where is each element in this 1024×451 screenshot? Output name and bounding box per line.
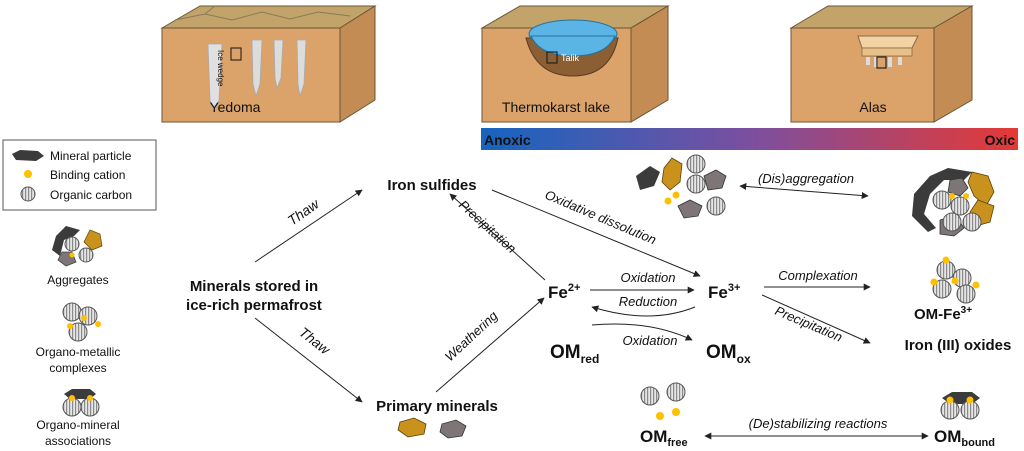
arrows [254, 183, 929, 440]
oxidative-dissolution-arrow [491, 189, 701, 277]
svg-text:Binding cation: Binding cation [50, 168, 125, 182]
gold-mineral-particle [397, 417, 427, 438]
reduction-arrow [591, 305, 696, 317]
om-fe-label: OM-Fe3+ [914, 305, 972, 323]
fe3-label: Fe3+ [708, 282, 740, 302]
svg-text:complexes: complexes [49, 361, 106, 375]
om-fe-complex-icon [930, 256, 980, 304]
reduction-label: Reduction [619, 294, 678, 309]
thermokarst-block: Talik Thermokarst lake [480, 5, 670, 123]
thaw-down-arrow [254, 317, 363, 403]
alas-block: Alas [789, 5, 974, 123]
anoxic-label: Anoxic [484, 132, 531, 148]
redox-gradient-bar: Anoxic Oxic [481, 128, 1018, 150]
svg-text:Organic carbon: Organic carbon [50, 188, 132, 202]
minerals-stored-label-2: ice-rich permafrost [186, 297, 322, 314]
organo-mineral-icon [62, 389, 100, 417]
thaw-up-arrow [254, 189, 363, 263]
svg-text:associations: associations [45, 434, 111, 448]
destabilizing-label: (De)stabilizing reactions [749, 416, 888, 431]
om-free-label: OMfree [640, 427, 688, 449]
svg-text:Organo-metallic: Organo-metallic [36, 345, 121, 359]
minerals-stored-label-1: Minerals stored in [190, 278, 318, 295]
iron-sulfides-label: Iron sulfides [387, 177, 476, 194]
mineral-particle-icon [12, 150, 44, 161]
precipitation-oxides-label: Precipitation [773, 303, 845, 345]
om-oxidation-arrow [591, 323, 693, 341]
svg-text:Aggregates: Aggregates [47, 273, 108, 287]
yedoma-block: Ice wedge Yedoma [160, 5, 377, 123]
weathering-arrow [435, 297, 545, 393]
yedoma-label: Yedoma [210, 99, 261, 115]
precipitation-oxides-arrow [761, 294, 871, 344]
om-ox-label: OMox [706, 342, 751, 366]
disaggregation-arrow [739, 183, 869, 199]
thaw-down-label: Thaw [296, 324, 334, 358]
disaggregated-particles [636, 154, 727, 219]
primary-minerals-label: Primary minerals [376, 398, 498, 415]
precipitation-arrow [449, 193, 546, 281]
complexation-label: Complexation [778, 268, 858, 283]
fe2-label: Fe2+ [548, 282, 580, 302]
om-free-icon [640, 382, 686, 420]
disaggregation-label: (Dis)aggregation [758, 171, 854, 186]
oxidative-dissolution-label: Oxidative dissolution [543, 187, 659, 247]
organo-metallic-icon [62, 302, 101, 342]
aggregates-icon [52, 226, 103, 267]
precipitation-label: Precipitation [456, 197, 519, 256]
svg-text:Organo-mineral: Organo-mineral [36, 418, 119, 432]
om-oxidation-label: Oxidation [623, 333, 678, 348]
organic-carbon-icon [20, 186, 36, 202]
oxic-label: Oxic [985, 132, 1016, 148]
fe-oxidation-label: Oxidation [621, 270, 676, 285]
legend: Mineral particle Binding cation Organic … [2, 139, 157, 448]
talik-label: Talik [561, 53, 580, 63]
thermokarst-label: Thermokarst lake [502, 99, 610, 115]
thaw-up-label: Thaw [285, 195, 323, 228]
om-bound-label: OMbound [934, 427, 995, 449]
svg-text:Mineral particle: Mineral particle [50, 149, 132, 163]
om-bound-icon [940, 392, 980, 420]
om-red-label: OMred [550, 342, 599, 366]
ice-wedge-label: Ice wedge [216, 50, 225, 87]
iron-oxides-label: Iron (III) oxides [905, 337, 1012, 354]
aggregate-cluster [912, 168, 995, 237]
grey-mineral-particle [439, 419, 467, 439]
weathering-label: Weathering [442, 308, 501, 365]
alas-label: Alas [859, 99, 886, 115]
binding-cation-icon [24, 170, 32, 178]
